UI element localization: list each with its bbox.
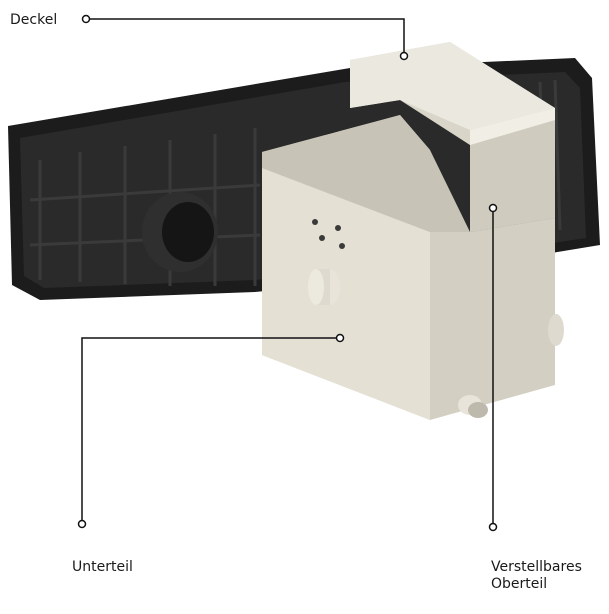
label-unterteil: Unterteil (72, 559, 133, 575)
dot-oberteil-end (488, 522, 498, 532)
label-deckel: Deckel (10, 12, 58, 28)
leader-lines (81, 18, 494, 523)
upper-part (350, 42, 555, 232)
dot-unterteil-end (77, 519, 87, 529)
leader-dots (77, 14, 498, 532)
leader-unterteil (81, 337, 340, 520)
dot-deckel-start (81, 14, 91, 24)
dot-oberteil-start (488, 203, 498, 213)
dot-unterteil-start (335, 333, 345, 343)
dot-deckel-end (399, 51, 409, 61)
leader-deckel (86, 18, 405, 56)
label-verstellbares-oberteil: Verstellbares Oberteil (491, 559, 582, 592)
